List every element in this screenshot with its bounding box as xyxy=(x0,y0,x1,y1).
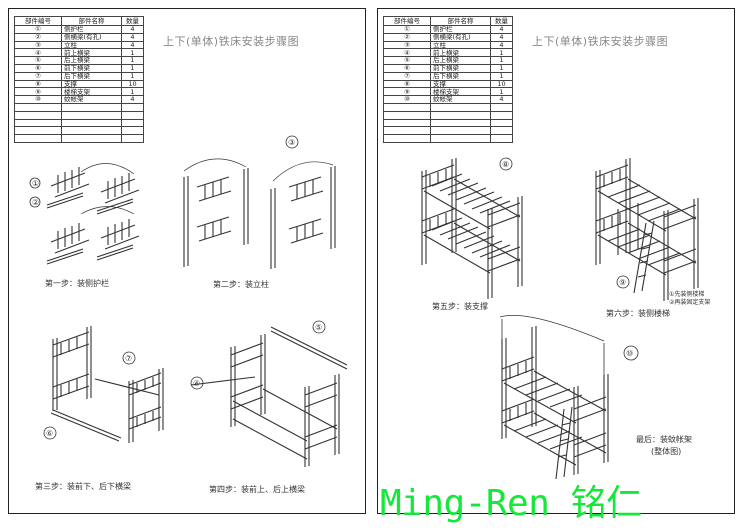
step-caption: 第三步：装前下、后下横梁 xyxy=(35,482,131,491)
marker-3: ③ xyxy=(285,135,299,149)
empty-cell xyxy=(490,134,513,143)
step-caption: 第一步：装侧护栏 xyxy=(45,279,109,288)
ladder-note-2: ②再装固定支架 xyxy=(669,299,711,306)
step3-end-frames xyxy=(50,326,164,443)
step-caption: 第五步：装支撑 xyxy=(432,302,488,311)
svg-text:⑥: ⑥ xyxy=(46,429,53,438)
svg-text:②: ② xyxy=(32,198,39,207)
parts-table-empty-row xyxy=(14,134,144,143)
step1-side-rails xyxy=(46,163,140,265)
watermark-chinese: 铭仁 xyxy=(570,483,643,524)
parts-table-empty-row xyxy=(383,134,513,143)
svg-text:⑩: ⑩ xyxy=(626,349,633,358)
step2-posts xyxy=(183,158,336,269)
svg-text:①: ① xyxy=(32,179,39,188)
marker-2: ② xyxy=(29,196,41,208)
svg-text:④: ④ xyxy=(193,379,200,388)
step5-bunk-bed xyxy=(421,158,523,299)
assembly-illustrations-left: ① ② ③ ⑥ ⑦ ④ ⑤ xyxy=(29,135,348,467)
svg-text:⑧: ⑧ xyxy=(502,160,509,169)
svg-text:⑦: ⑦ xyxy=(125,354,132,363)
step-caption: 第六步：装侧楼梯 xyxy=(606,309,670,318)
marker-1: ① xyxy=(29,177,41,189)
svg-text:⑤: ⑤ xyxy=(315,323,322,332)
marker-10: ⑩ xyxy=(623,345,639,361)
brand-watermark: Ming-Ren 铭仁 xyxy=(380,474,642,526)
marker-9: ⑨ xyxy=(616,275,630,289)
step-caption-sub: (整体图) xyxy=(651,447,682,456)
final-bunk-net-frame xyxy=(499,315,609,480)
assembly-illustrations-right: ⑧ ⑨ ⑩ xyxy=(421,157,699,480)
parts-table-header: 部件编号 部件名称 数量 xyxy=(14,16,144,26)
sheet-title: 上下(单体)铁床安装步骤图 xyxy=(163,35,300,48)
marker-8: ⑧ xyxy=(499,157,513,171)
sheet-title: 上下(单体)铁床安装步骤图 xyxy=(532,35,669,48)
svg-text:③: ③ xyxy=(288,138,295,147)
step-caption: 第四步：装前上、后上横梁 xyxy=(209,485,305,494)
marker-4: ④ xyxy=(190,376,204,390)
step-caption: 最后：装蚊帐架 xyxy=(636,435,692,444)
svg-text:⑨: ⑨ xyxy=(619,278,626,287)
step6-bunk-ladder xyxy=(595,158,699,301)
watermark-latin: Ming-Ren xyxy=(380,483,550,524)
step-caption: 第二步：装立柱 xyxy=(213,280,269,289)
ladder-note-1: ①先装侧楼梯 xyxy=(669,291,705,298)
header-quantity: 数量 xyxy=(490,16,513,26)
marker-5: ⑤ xyxy=(312,320,326,334)
empty-cell xyxy=(121,134,144,143)
step4-frame xyxy=(190,326,348,467)
marker-6: ⑥ xyxy=(43,426,57,440)
marker-7: ⑦ xyxy=(122,351,136,365)
header-quantity: 数量 xyxy=(121,16,144,26)
parts-table-header: 部件编号 部件名称 数量 xyxy=(383,16,513,26)
